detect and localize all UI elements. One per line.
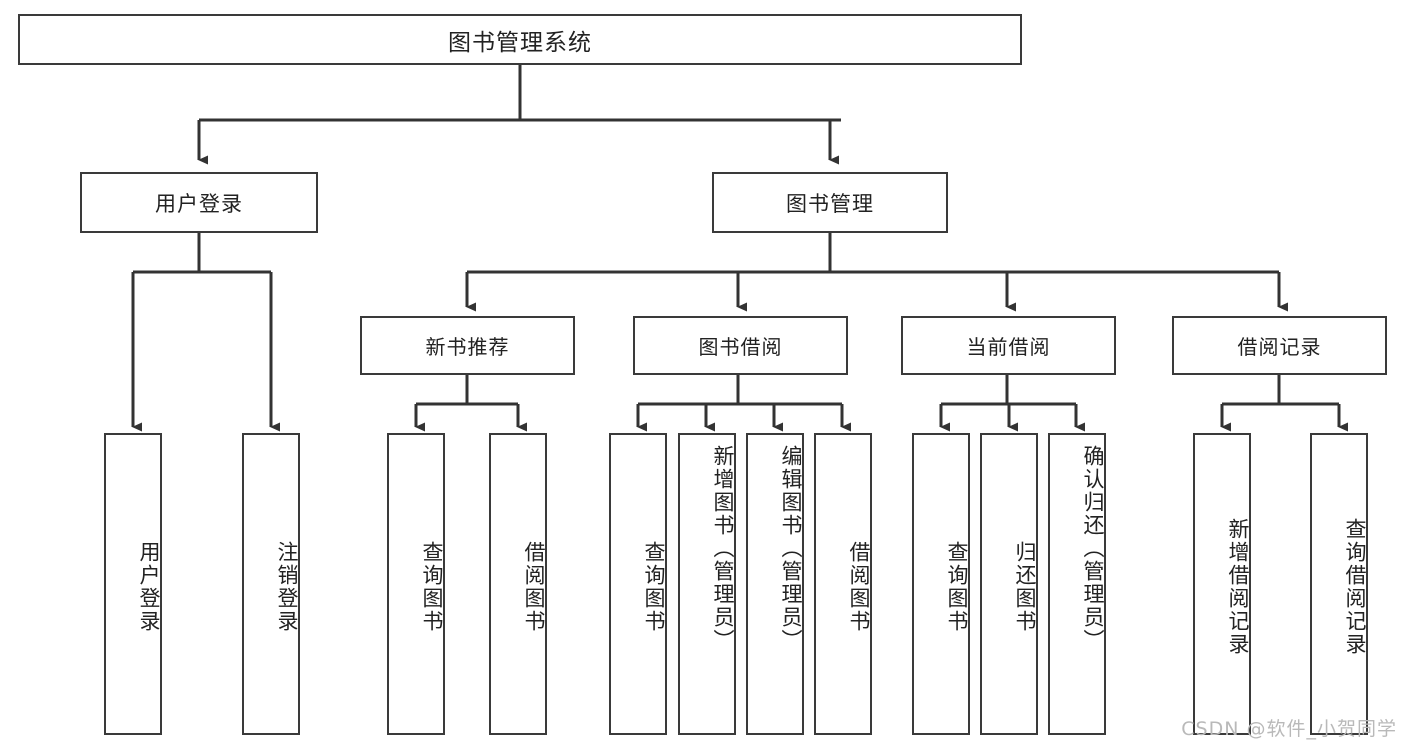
node-leaf-add-book[interactable]: 新增图书（管理员） (678, 433, 736, 735)
node-root-label: 图书管理系统 (448, 29, 592, 56)
node-new-book-recommend[interactable]: 新书推荐 (360, 316, 575, 375)
node-leaf-confirm-return[interactable]: 确认归还（管理员） (1048, 433, 1106, 735)
node-root[interactable]: 图书管理系统 (18, 14, 1022, 65)
node-leaf-borrow-book-2[interactable]: 借阅图书 (814, 433, 872, 735)
node-leaf-add-record-label: 新增借阅记录 (1226, 518, 1250, 656)
node-leaf-confirm-return-label: 确认归还（管理员） (1081, 445, 1105, 652)
node-current-borrow-label: 当前借阅 (966, 335, 1051, 359)
node-leaf-add-record[interactable]: 新增借阅记录 (1193, 433, 1251, 735)
node-leaf-borrow-book-1[interactable]: 借阅图书 (489, 433, 547, 735)
node-book-borrow[interactable]: 图书借阅 (633, 316, 848, 375)
node-leaf-edit-book[interactable]: 编辑图书（管理员） (746, 433, 804, 735)
node-leaf-logout-login-label: 注销登录 (275, 541, 299, 633)
node-leaf-query-book-2[interactable]: 查询图书 (609, 433, 667, 735)
node-current-borrow[interactable]: 当前借阅 (901, 316, 1116, 375)
node-leaf-user-login-label: 用户登录 (137, 541, 161, 633)
node-user-login-label: 用户登录 (155, 191, 243, 216)
node-leaf-query-record[interactable]: 查询借阅记录 (1310, 433, 1368, 735)
node-book-manage-label: 图书管理 (786, 191, 874, 216)
node-leaf-query-book-1[interactable]: 查询图书 (387, 433, 445, 735)
node-leaf-user-login[interactable]: 用户登录 (104, 433, 162, 735)
node-leaf-borrow-book-1-label: 借阅图书 (522, 541, 546, 633)
node-new-book-recommend-label: 新书推荐 (425, 335, 510, 359)
node-borrow-record-label: 借阅记录 (1237, 335, 1322, 359)
node-leaf-query-book-3[interactable]: 查询图书 (912, 433, 970, 735)
watermark: CSDN @软件_小贺同学 (1181, 718, 1397, 740)
node-book-borrow-label: 图书借阅 (698, 335, 783, 359)
node-user-login[interactable]: 用户登录 (80, 172, 318, 233)
node-borrow-record[interactable]: 借阅记录 (1172, 316, 1387, 375)
node-leaf-edit-book-label: 编辑图书（管理员） (779, 445, 803, 652)
node-leaf-borrow-book-2-label: 借阅图书 (847, 541, 871, 633)
node-book-manage[interactable]: 图书管理 (712, 172, 948, 233)
node-leaf-query-book-3-label: 查询图书 (945, 541, 969, 633)
node-leaf-return-book[interactable]: 归还图书 (980, 433, 1038, 735)
node-leaf-add-book-label: 新增图书（管理员） (711, 445, 735, 652)
node-leaf-return-book-label: 归还图书 (1013, 541, 1037, 633)
node-leaf-query-record-label: 查询借阅记录 (1343, 518, 1367, 656)
node-leaf-query-book-1-label: 查询图书 (420, 541, 444, 633)
node-leaf-logout-login[interactable]: 注销登录 (242, 433, 300, 735)
node-leaf-query-book-2-label: 查询图书 (642, 541, 666, 633)
